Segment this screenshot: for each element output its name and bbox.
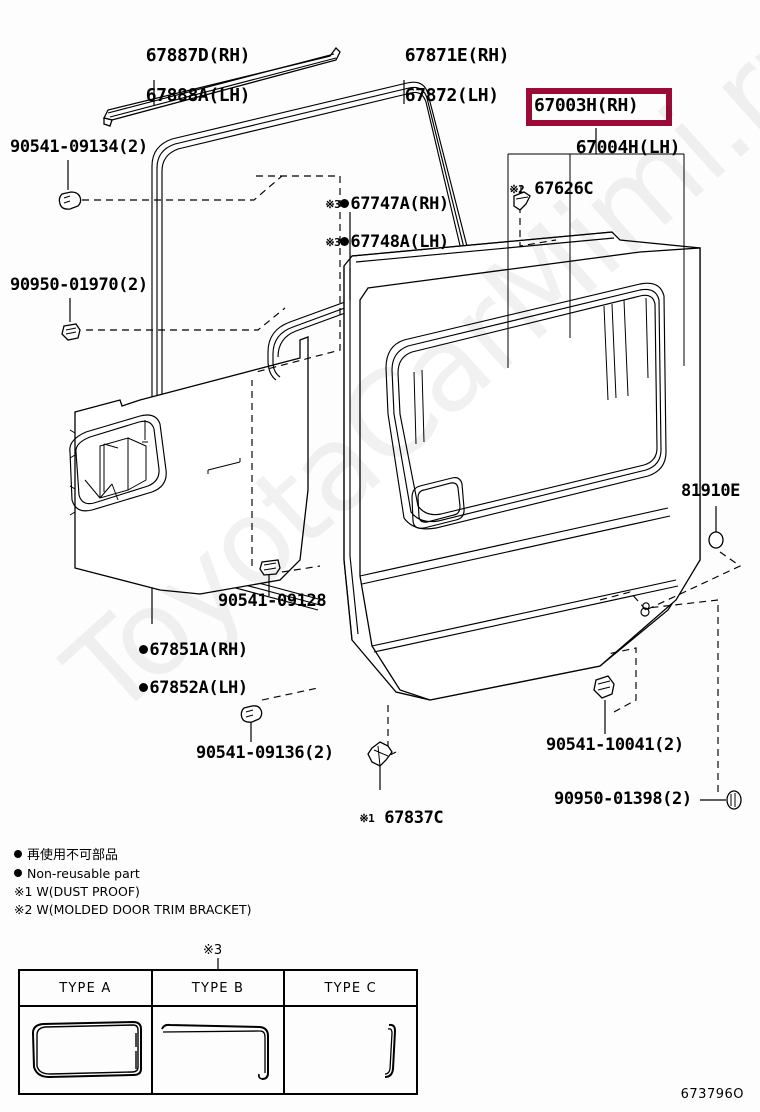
part-door-trim-panel — [69, 336, 309, 595]
dashed-assembly-lines — [82, 175, 742, 792]
label-67003H: 67003H(RH) — [534, 95, 639, 116]
bullet-icon — [14, 869, 22, 878]
type-b-seal-icon — [161, 1023, 269, 1080]
highlight-box-selected-part — [526, 88, 672, 126]
label-67626C: ※2 67626C — [509, 179, 594, 200]
label-90950-01970: 90950-01970(2) — [10, 275, 148, 295]
part-slide-door-panel — [343, 231, 701, 701]
label-81910E: 81910E — [681, 481, 741, 501]
label-67887D: 67887D(RH) 67888A(LH) — [145, 45, 251, 107]
part-weatherstrip-belt — [103, 47, 341, 127]
type-table-header-c: TYPE C — [324, 980, 377, 996]
legend-notes: 再使用不可部品 Non-reusable part ※1 W(DUST PROO… — [14, 846, 252, 919]
type-a-shape-cell — [20, 1007, 153, 1093]
type-b-shape-cell — [153, 1007, 286, 1093]
label-67851A: 67851A(RH) 67852A(LH) — [100, 622, 248, 717]
legend-note1: ※1 W(DUST PROOF) — [14, 884, 140, 900]
type-table-header: TYPE A TYPE B TYPE C — [20, 971, 416, 1007]
label-90541-10041: 90541-10041(2) — [546, 735, 684, 755]
diagram-code: 673796O — [680, 1087, 744, 1102]
legend-jp: 再使用不可部品 — [14, 846, 252, 865]
label-90541-09134: 90541-09134(2) — [10, 137, 148, 157]
bullet-icon — [14, 850, 22, 858]
type-table-body — [20, 1007, 416, 1093]
type-table-header-b: TYPE B — [153, 971, 286, 1005]
type-table-note-mark: ※3 — [203, 943, 223, 958]
type-a-seal-icon — [32, 1020, 143, 1079]
label-90541-09128: 90541-09128 — [218, 591, 327, 611]
type-table: TYPE A TYPE B TYPE C — [18, 969, 418, 1095]
label-67871E: 67871E(RH) 67872(LH) — [404, 45, 510, 107]
label-90950-01398: 90950-01398(2) — [554, 789, 692, 809]
type-c-seal-icon — [384, 1023, 396, 1078]
type-c-shape-cell — [285, 1007, 416, 1093]
legend-note2: ※2 W(MOLDED DOOR TRIM BRACKET) — [14, 901, 252, 917]
label-67837C: ※1 67837C — [359, 808, 444, 829]
legend-en: Non-reusable part — [14, 865, 252, 883]
label-90541-09136: 90541-09136(2) — [196, 743, 334, 763]
fastener-glyphs — [58, 191, 742, 810]
type-table-header-a: TYPE A — [20, 971, 153, 1005]
label-67004H: 67004H(LH) — [575, 137, 681, 159]
